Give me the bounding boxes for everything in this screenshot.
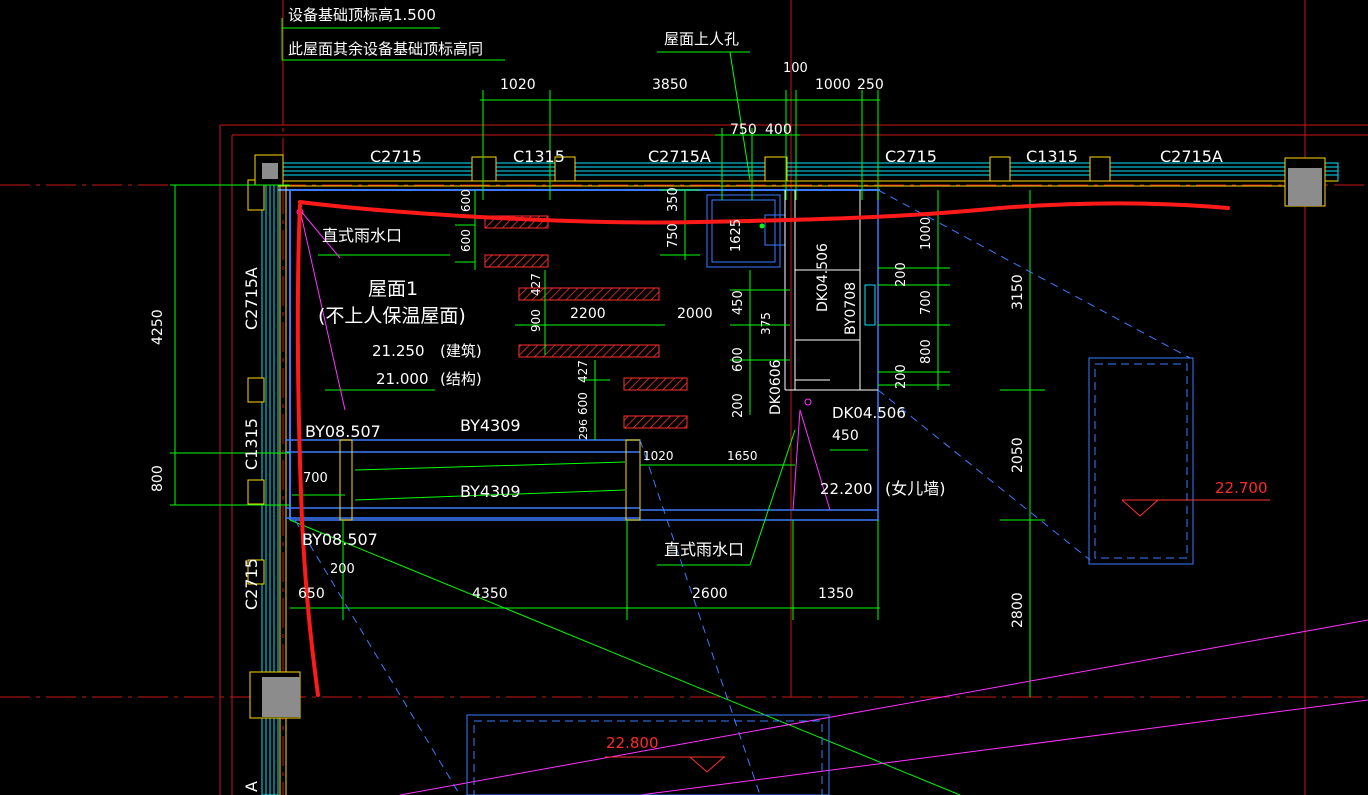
roof-hatch-symbol: [706, 194, 786, 268]
beam-dk04-top: DK04.506: [815, 243, 831, 312]
dim-2200: 2200: [570, 306, 606, 322]
beam-by08-top: BY08.507: [305, 422, 381, 441]
dim-m-200: 200: [330, 562, 355, 577]
label-parapet: (女儿墙): [885, 479, 946, 498]
dim-left-4250: 4250: [150, 309, 166, 345]
diagonal-lines: [289, 189, 1368, 795]
beam-by4309-top: BY4309: [460, 416, 521, 435]
window-left-2: C1315: [242, 418, 261, 470]
dim-top-1000: 1000: [815, 77, 851, 93]
dim-v-600a: 600: [459, 189, 473, 212]
beam-by4309-bottom: BY4309: [460, 482, 521, 501]
label-roof-name: 屋面1: [368, 278, 418, 300]
dim-v-600b: 600: [459, 229, 473, 252]
dim-v-375: 375: [759, 312, 773, 335]
dim-b-1350: 1350: [818, 586, 854, 602]
dim-r-2050: 2050: [1010, 437, 1026, 473]
equipment-foundations: [484, 215, 688, 429]
dim-m-700: 700: [303, 471, 328, 486]
dim-m-450: 450: [832, 428, 859, 444]
dim-v-296: 296: [577, 419, 590, 440]
dim-v-600d: 600: [576, 392, 590, 415]
window-top-2: C1315: [513, 147, 565, 166]
window-top-3: C2715A: [648, 147, 711, 166]
dim-b-4350: 4350: [472, 586, 508, 602]
label-drain-2: 直式雨水口: [664, 540, 744, 559]
elev-parapet: 22.200: [820, 480, 873, 498]
beam-by08-bottom: BY08.507: [302, 530, 378, 549]
elev-arch: 21.250: [372, 342, 425, 360]
dim-r-1000: 1000: [919, 217, 934, 250]
red-markup-stroke: [295, 200, 1230, 697]
dim-r-200b: 200: [894, 364, 909, 389]
dim-r-700: 700: [919, 290, 934, 315]
level-bottom: 22.800: [606, 734, 659, 752]
window-left-4: A: [242, 781, 261, 792]
dimension-lines: [170, 18, 1045, 697]
left-pilasters: [247, 179, 265, 585]
dim-2000: 2000: [677, 306, 713, 322]
window-top-4: C2715: [885, 147, 937, 166]
dim-r-800: 800: [919, 339, 934, 364]
beam-dk04-bottom: DK04.506: [832, 404, 906, 422]
label-roof-desc: (不上人保温屋面): [318, 305, 466, 327]
window-top-5: C1315: [1026, 147, 1078, 166]
columns: [249, 154, 1326, 719]
beam-by0708: BY0708: [843, 282, 859, 335]
label-drain-1: 直式雨水口: [322, 226, 402, 245]
dim-v-1625: 1625: [729, 219, 744, 252]
beam-dk0606: DK0606: [768, 359, 784, 415]
note-base-same: 此屋面其余设备基础顶标高同: [288, 40, 483, 58]
dim-v-450a: 450: [731, 290, 746, 315]
elev-struct-tag: (结构): [440, 370, 482, 388]
dim-v-750: 750: [666, 223, 681, 248]
dim-r-200a: 200: [894, 262, 909, 287]
dim-top-750: 750: [730, 122, 757, 138]
top-pilasters: [471, 156, 1111, 182]
window-left-3: C2715: [242, 558, 261, 610]
dim-m-1650: 1650: [727, 449, 758, 463]
dim-b-2600: 2600: [692, 586, 728, 602]
dim-top-100: 100: [783, 61, 808, 76]
dim-r-2800: 2800: [1010, 592, 1026, 628]
window-top-1: C2715: [370, 147, 422, 166]
label-roof-hatch: 屋面上人孔: [664, 30, 739, 48]
elev-arch-tag: (建筑): [440, 342, 482, 360]
dim-top-400: 400: [765, 122, 792, 138]
dim-v-427b: 427: [576, 360, 590, 383]
raised-area-right: [1088, 357, 1270, 565]
window-top-6: C2715A: [1160, 147, 1223, 166]
level-right: 22.700: [1215, 479, 1268, 497]
dim-r-3150: 3150: [1010, 274, 1026, 310]
dim-m-1020: 1020: [643, 449, 674, 463]
dim-v-427a: 427: [529, 273, 543, 296]
dim-v-900: 900: [529, 309, 543, 332]
dim-top-3850: 3850: [652, 77, 688, 93]
dim-v-200a: 200: [731, 393, 746, 418]
dim-left-800: 800: [150, 465, 166, 492]
dim-b-650: 650: [298, 586, 325, 602]
note-base-top: 设备基础顶标高1.500: [288, 6, 436, 24]
dim-v-350: 350: [666, 187, 681, 212]
dim-v-600c: 600: [731, 347, 746, 372]
dim-top-250: 250: [857, 77, 884, 93]
raised-area-bottom: [466, 714, 830, 795]
elev-struct: 21.000: [376, 370, 429, 388]
beam-zone: [339, 439, 641, 521]
dim-top-1020: 1020: [500, 77, 536, 93]
drain-point-2: [804, 398, 812, 406]
window-left-1: C2715A: [242, 267, 261, 330]
